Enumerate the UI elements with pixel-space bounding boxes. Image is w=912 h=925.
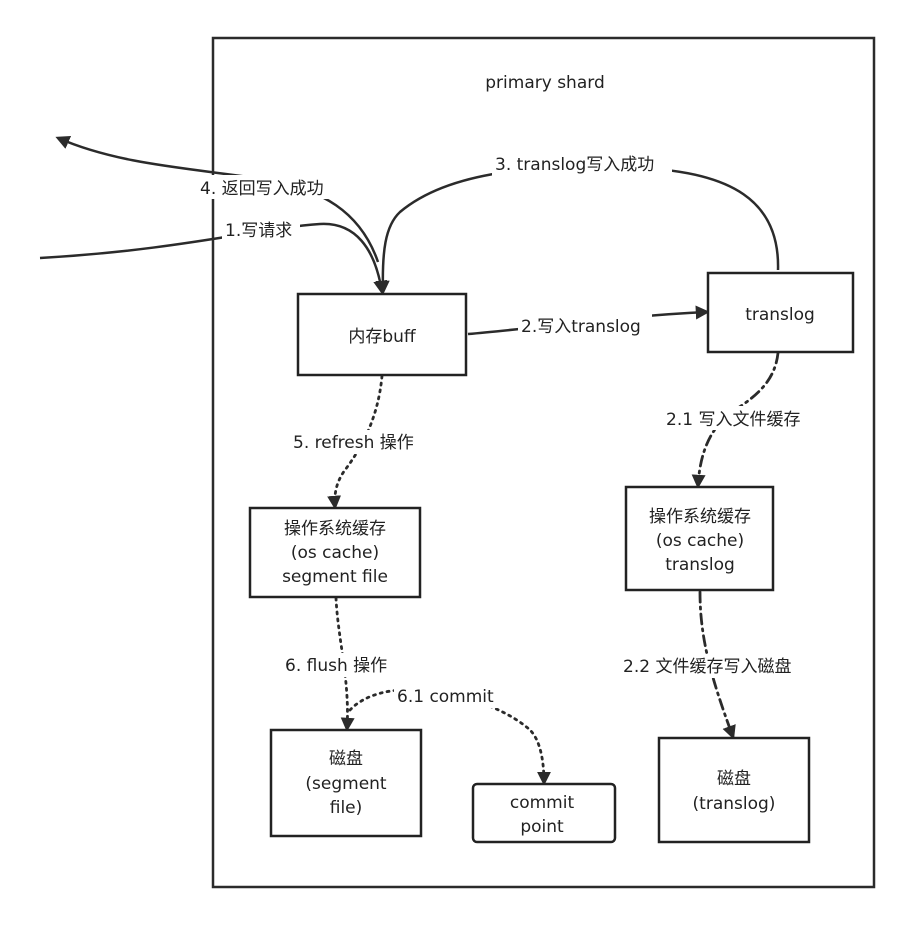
primary-shard-frame (211, 36, 876, 889)
label-refresh: 5. refresh 操作 (293, 433, 414, 453)
node-disk-translog: 磁盘 (translog) (657, 736, 811, 844)
label-translog-success: 3. translog写入成功 (495, 155, 654, 175)
os-cache-translog-line1: 操作系统缓存 (649, 507, 751, 527)
label-commit: 6.1 commit (397, 687, 494, 707)
os-cache-translog-line3: translog (665, 555, 735, 575)
disk-translog-line1: 磁盘 (717, 769, 751, 789)
node-disk-segment: 磁盘 (segment file) (269, 728, 423, 838)
os-cache-segment-line3: segment file (282, 567, 388, 587)
disk-segment-line3: file) (330, 798, 363, 818)
edge-return-success (55, 136, 380, 263)
disk-segment-line2: (segment (305, 774, 387, 794)
label-flush: 6. flush 操作 (285, 656, 387, 676)
label-write-translog: 2.写入translog (521, 317, 641, 337)
edge-write-request (39, 222, 388, 295)
node-commit-point: commit point (471, 782, 617, 844)
disk-translog-line2: (translog) (693, 794, 776, 814)
label-file-cache-to-disk: 2.2 文件缓存写入磁盘 (623, 657, 791, 677)
node-memory-buffer: 内存buff (296, 292, 468, 377)
os-cache-segment-line1: 操作系统缓存 (284, 519, 386, 539)
translog-label: translog (745, 305, 815, 325)
commit-point-line1: commit (510, 793, 575, 813)
commit-point-line2: point (520, 817, 564, 837)
label-write-request: 1.写请求 (225, 221, 292, 241)
label-return-success: 4. 返回写入成功 (200, 179, 324, 199)
primary-shard-title: primary shard (485, 73, 604, 93)
os-cache-segment-line2: (os cache) (291, 543, 379, 563)
edge-commit (348, 688, 551, 786)
edge-refresh (327, 374, 384, 510)
node-translog: translog (706, 271, 855, 354)
label-write-file-cache: 2.1 写入文件缓存 (666, 410, 800, 430)
node-os-cache-segment: 操作系统缓存 (os cache) segment file (248, 506, 422, 599)
node-os-cache-translog: 操作系统缓存 (os cache) translog (624, 485, 775, 592)
os-cache-translog-line2: (os cache) (656, 531, 744, 551)
edge-labels: 4. 返回写入成功 1.写请求 3. translog写入成功 2.写入tran… (196, 152, 819, 708)
memory-buffer-label: 内存buff (348, 327, 417, 347)
disk-segment-line1: 磁盘 (329, 749, 363, 769)
